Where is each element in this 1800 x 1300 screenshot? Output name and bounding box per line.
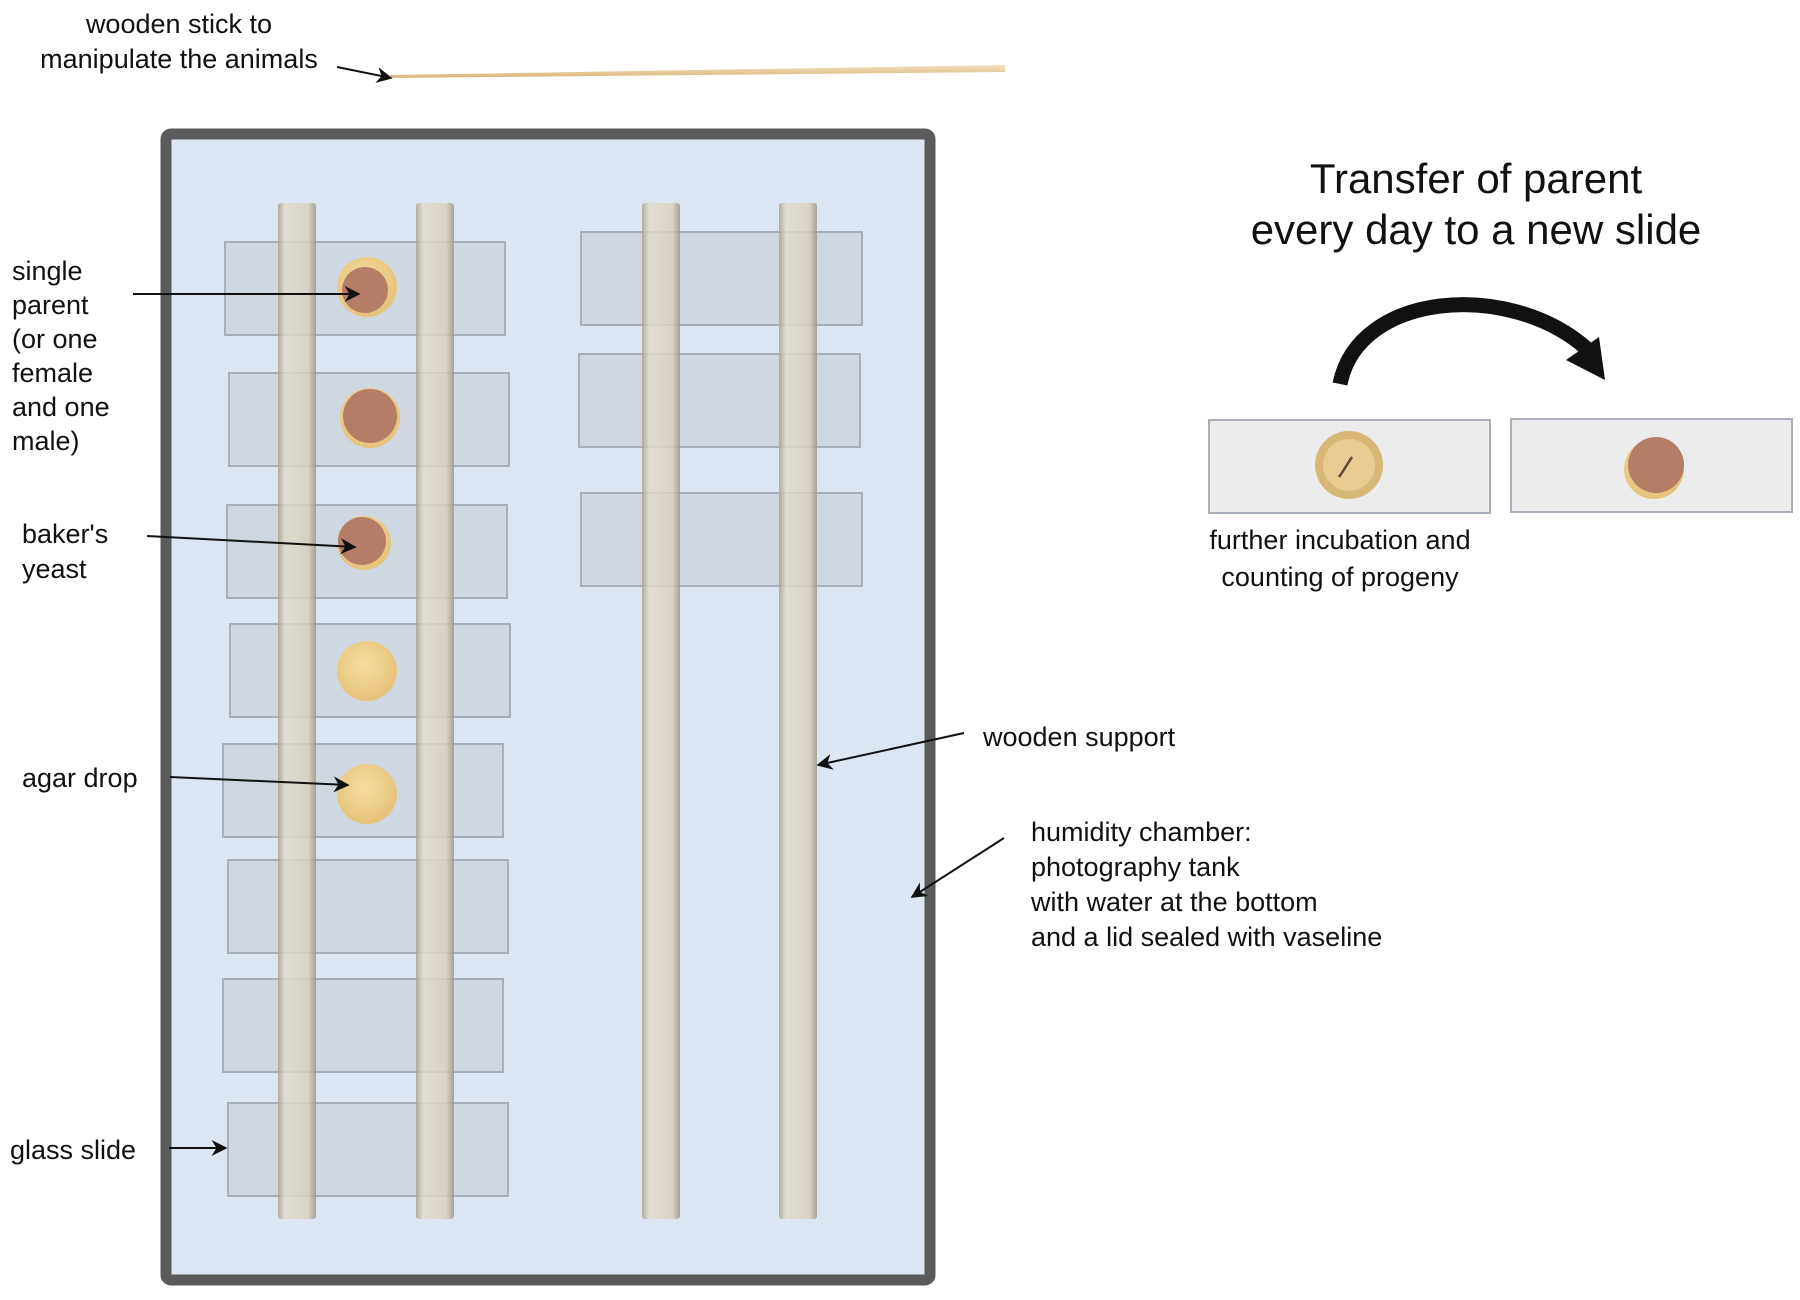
label-humidity-chamber: humidity chamber: photography tank with … — [1031, 817, 1383, 952]
new-slide-agar — [1624, 437, 1684, 499]
yeast-blob — [342, 267, 388, 313]
yeast-blob — [1628, 437, 1684, 493]
glass-slide — [222, 978, 504, 1073]
label-wooden-support: wooden support — [983, 722, 1176, 752]
label-bakers-yeast: baker's yeast — [22, 519, 109, 584]
wooden-supports — [278, 203, 817, 1219]
label-agar-drop: agar drop — [22, 763, 138, 793]
transfer-title: Transfer of parent every day to a new sl… — [1250, 155, 1702, 253]
pointer-arrows — [133, 66, 1005, 1156]
wooden-support — [779, 203, 817, 1219]
glass-slide — [227, 859, 509, 954]
glass-slide — [580, 492, 863, 587]
old-slide-agar — [1315, 431, 1383, 499]
right-slide-column — [578, 231, 863, 587]
agar-drop — [337, 764, 397, 824]
wooden-support — [416, 203, 454, 1219]
agar-drop — [337, 641, 397, 701]
arrow-yeast — [146, 535, 357, 555]
label-single-parent: single parent (or one female and one mal… — [12, 256, 110, 456]
label-incubation: further incubation and counting of proge… — [1209, 525, 1471, 592]
yeast-blob — [343, 389, 397, 443]
arrow-stick — [336, 66, 393, 83]
yeast-blob — [338, 517, 386, 565]
glass-slide — [580, 231, 863, 326]
glass-slide — [578, 353, 861, 448]
label-glass-slide: glass slide — [10, 1135, 137, 1165]
glass-slide — [227, 1102, 509, 1197]
agar-drop-with-parent — [337, 257, 397, 317]
label-wooden-stick: wooden stick to manipulate the animals — [40, 9, 318, 74]
wooden-support — [642, 203, 680, 1219]
transfer-curved-arrow — [1332, 297, 1591, 386]
arrow-wooden-support — [816, 732, 965, 770]
transfer-arrowhead — [1566, 337, 1605, 380]
wooden-stick — [390, 65, 1005, 78]
wooden-support — [278, 203, 316, 1219]
arrow-agar — [169, 776, 350, 793]
arrow-humidity-chamber — [910, 837, 1005, 898]
agar-drop-with-yeast — [337, 516, 391, 570]
agar-drop-with-yeast — [340, 388, 400, 448]
